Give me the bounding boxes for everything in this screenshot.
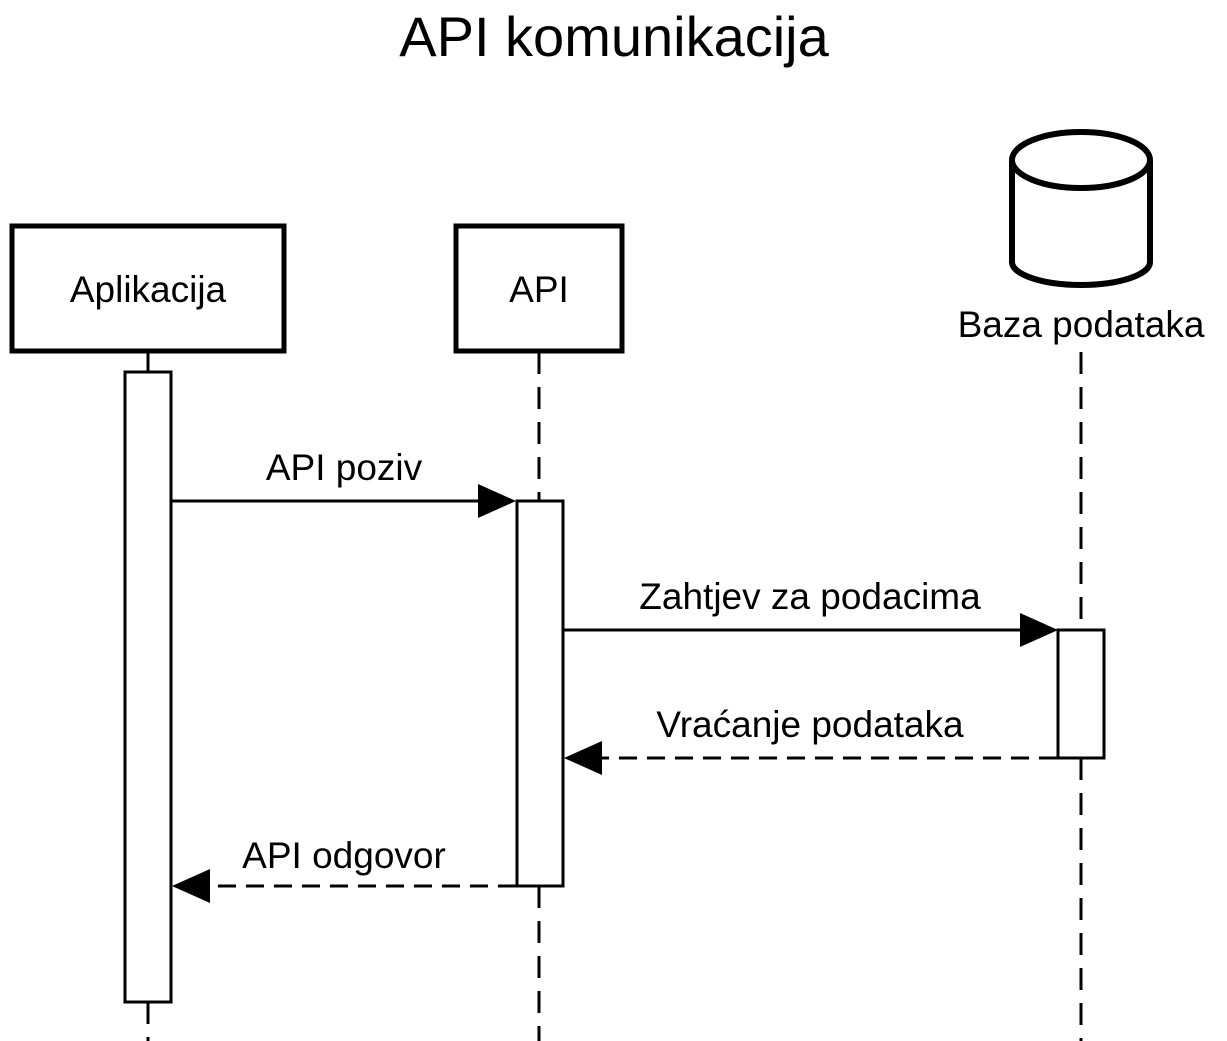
activation-bar-app xyxy=(123,370,173,1004)
diagram-title: API komunikacija xyxy=(399,5,829,68)
lifelines xyxy=(146,352,1083,1041)
database-icon-top xyxy=(1009,129,1153,191)
participant-api-box xyxy=(453,223,625,354)
participant-app: Aplikacija xyxy=(9,223,287,354)
participant-api-label: API xyxy=(509,269,569,310)
participant-db: Baza podataka xyxy=(958,129,1205,345)
participant-api: API xyxy=(453,223,625,354)
arrowhead-api-response xyxy=(172,869,210,903)
message-label-data-request: Zahtjev za podacima xyxy=(639,576,981,617)
participant-db-label: Baza podataka xyxy=(958,304,1205,345)
message-label-data-return: Vraćanje podataka xyxy=(656,704,964,745)
activation-bar-db xyxy=(1056,628,1106,760)
message-label-api-call: API poziv xyxy=(266,447,423,488)
arrowhead-api-call xyxy=(478,484,516,518)
message-label-api-response: API odgovor xyxy=(242,835,446,876)
message-data-request: Zahtjev za podacima xyxy=(564,576,1058,647)
message-api-call: API poziv xyxy=(172,447,516,518)
participant-app-box xyxy=(9,223,287,354)
participant-app-label: Aplikacija xyxy=(70,269,227,310)
arrowhead-data-request xyxy=(1020,613,1058,647)
database-icon xyxy=(1009,160,1153,288)
activation-bar-api xyxy=(515,499,565,888)
message-api-response: API odgovor xyxy=(172,835,516,903)
arrowhead-data-return xyxy=(564,741,602,775)
message-data-return: Vraćanje podataka xyxy=(564,704,1057,775)
